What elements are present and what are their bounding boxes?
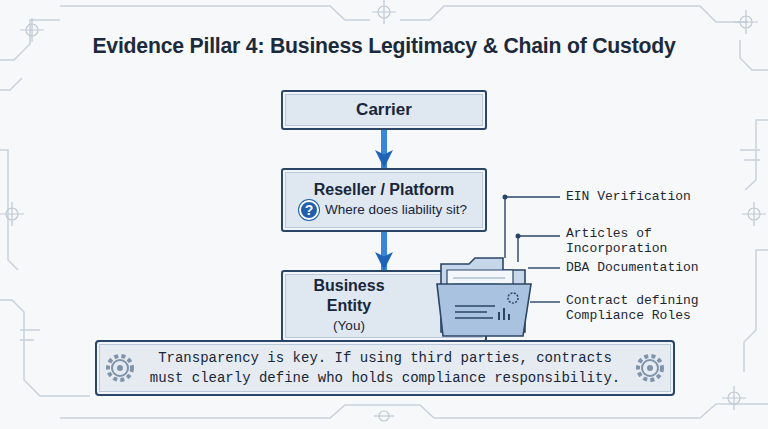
text-row: ? bbox=[305, 200, 314, 220]
folder-lines bbox=[455, 306, 495, 318]
text-row: Reseller / Platform bbox=[314, 180, 455, 200]
flow-arrow bbox=[381, 130, 387, 168]
gear-ring bbox=[642, 360, 658, 376]
text-row: Where does liability sit? bbox=[301, 200, 467, 220]
folder-gear bbox=[508, 293, 518, 303]
node-heading: Business Entity bbox=[313, 277, 384, 314]
gear-ring bbox=[112, 360, 128, 376]
diagram-title: Evidence Pillar 4: Business Legitimacy &… bbox=[0, 34, 768, 58]
process-box: Carrier bbox=[281, 90, 487, 130]
gear-teeth bbox=[108, 356, 132, 380]
text-row: Carrier bbox=[356, 100, 412, 120]
document-label: Contract defining Compliance Roles bbox=[566, 293, 714, 323]
gear-hub bbox=[117, 365, 123, 371]
node-heading: Reseller / Platform bbox=[314, 181, 455, 198]
document-label: EIN Verification bbox=[566, 189, 736, 204]
folder-chart bbox=[499, 308, 509, 320]
node-heading: Carrier bbox=[356, 100, 412, 119]
gear-icon bbox=[633, 351, 667, 385]
gear-hub bbox=[647, 365, 653, 371]
document-label: Articles of Incorporation bbox=[566, 226, 684, 256]
folder-icon bbox=[433, 254, 537, 340]
gear-icon bbox=[103, 351, 137, 385]
node-heading: ? bbox=[305, 202, 314, 218]
text-row: (You) bbox=[333, 316, 365, 336]
text-row: Business Entity bbox=[291, 276, 407, 316]
process-box: Reseller / PlatformWhere does liability … bbox=[281, 168, 487, 232]
process-box: Business Entity (You) bbox=[281, 270, 487, 342]
question-icon: ? bbox=[299, 200, 319, 220]
node-subtext: Where does liability sit? bbox=[325, 202, 467, 217]
folder-front bbox=[437, 284, 531, 336]
note-banner: Transparency is key. If using third part… bbox=[95, 340, 675, 396]
node-subtext: (You) bbox=[333, 318, 365, 333]
node-heading: Transparency is key. If using third part… bbox=[150, 350, 620, 386]
crosshair-marks bbox=[0, 0, 766, 421]
flow-arrow bbox=[381, 232, 387, 270]
circuit-lines bbox=[0, 6, 768, 418]
document-label: DBA Documentation bbox=[566, 260, 746, 275]
text-row: Transparency is key. If using third part… bbox=[143, 348, 627, 388]
gear-teeth bbox=[638, 356, 662, 380]
